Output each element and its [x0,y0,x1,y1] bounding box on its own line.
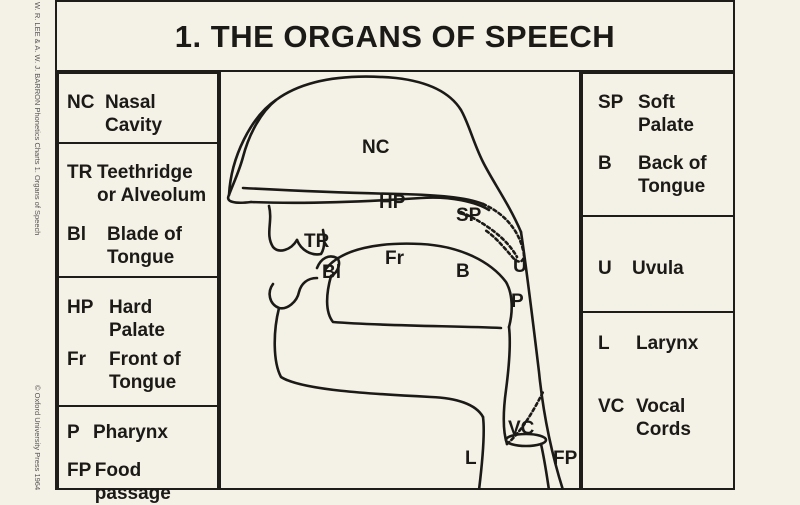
soft-palate-lower [459,210,519,259]
label-hp: HP [379,192,406,213]
label-fp: FP [553,448,578,469]
label-nc: NC [362,137,390,158]
legend-line: Front of [109,349,181,370]
mouth-floor-outline [325,274,503,330]
legend-line: Tongue [107,247,175,268]
tongue-tip-outline [315,255,341,278]
legend-line: Cords [636,419,691,440]
label-fr: Fr [385,248,405,269]
legend-line: Blade of [107,224,182,245]
page-title: 1. THE ORGANS OF SPEECH [174,19,616,54]
label-u: U [513,256,527,277]
legend-abbr: Fr [67,349,86,370]
label-tr: TR [304,231,330,252]
legend-entry: U Uvula [598,257,729,280]
legend-line: Nasal [105,92,156,113]
title-bar: 1. THE ORGANS OF SPEECH [55,0,735,72]
legend-line: Soft [638,92,675,113]
tongue-root-outline [502,325,512,446]
vocal-cords-ellipse [504,432,548,448]
label-bl: Bl [322,262,341,283]
label-sp: SP [456,205,482,226]
upper-teeth-outline [295,228,326,256]
legend-box-pharynx-food: P Pharynx FP Food passage [57,405,219,504]
legend-abbr: U [598,258,612,279]
legend-line: or Alveolum [97,185,207,206]
speech-organs-diagram: NC HP SP TR Fr Bl B U P VC L FP [219,72,581,490]
label-b: B [456,261,470,282]
side-credit: W. R. LEE & A. W. J. BARRON Phonetics Ch… [4,0,52,502]
head-profile-svg: NC HP SP TR Fr Bl B U P VC L FP [226,75,578,490]
epiglottis-outline [505,390,545,446]
legend-abbr: Bl [67,224,86,245]
legend-entry: L Larynx [598,332,729,355]
legend-abbr: NC [67,92,95,113]
legend-box-uvula: U Uvula [581,215,735,313]
legend-desc: Uvula [632,258,684,279]
legend-line: Hard [109,297,153,318]
legend-abbr: TR [67,162,93,183]
larynx-outline [477,415,486,490]
legend-entry: FP Food passage [67,459,213,505]
legend-line: Back of [638,153,707,174]
legend-line: Tongue [638,176,706,197]
legend-abbr: FP [67,460,92,481]
upper-lip-outline [267,204,299,252]
tongue-surface-outline [323,242,513,329]
pharynx-wall-outline [519,230,565,490]
legend-entry: P Pharynx [67,421,213,444]
palate-lower-outline [241,186,485,206]
legend-line: Tongue [109,372,177,393]
legend-abbr: P [67,422,80,443]
hard-palate-outline [249,196,491,212]
lower-lip-outline [268,276,319,310]
legend-line: Vocal [636,396,686,417]
legend-abbr: HP [67,297,94,318]
label-vc: VC [508,418,535,439]
legend-abbr: L [598,333,610,354]
nose-outline [226,98,278,205]
credit-authors: W. R. LEE & A. W. J. BARRON Phonetics Ch… [33,2,42,236]
food-passage-outline [539,442,551,490]
legend-line: Teethridge [97,162,193,183]
legend-line: Cavity [105,115,163,136]
legend-desc: Food passage [94,460,171,504]
credit-publisher: © Oxford University Press 1964 [33,385,42,491]
label-p: P [511,291,524,312]
legend-abbr: VC [598,396,625,417]
legend-desc: Larynx [636,333,699,354]
nasal-cavity-outline [227,75,523,234]
jaw-outline [273,306,485,419]
legend-abbr: B [598,153,612,174]
legend-desc: Pharynx [93,422,168,443]
label-l: L [465,448,477,469]
legend-line: Palate [638,115,694,136]
legend-abbr: SP [598,92,624,113]
legend-line: Palate [109,320,165,341]
soft-palate-outline [481,202,526,263]
